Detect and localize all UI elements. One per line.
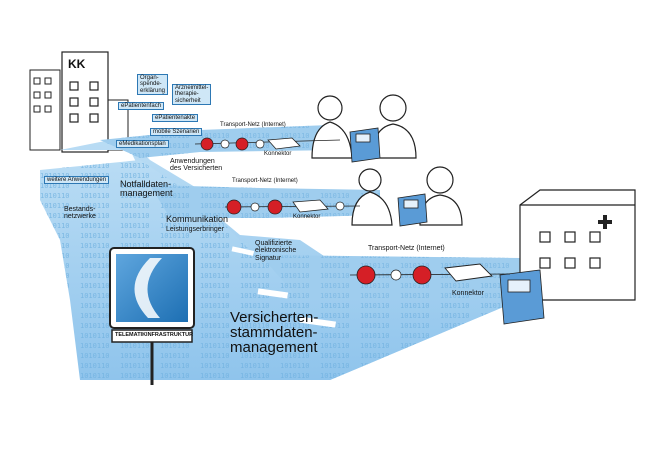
card-reader-terminal-2 — [397, 193, 428, 227]
telematik-road-sign — [109, 247, 195, 385]
red-cross-icon — [598, 215, 612, 229]
card-reader-terminal-3 — [499, 269, 545, 325]
anwendungen-versicherten-label: Anwendungen des Versicherten — [170, 158, 223, 173]
konnektor-label-1: Konnektor — [264, 151, 292, 157]
qes-label: Qualifizierte elektronische Signatur — [255, 240, 297, 262]
city-skyline — [29, 69, 129, 151]
service-box-epatientenfach: ePatientenfach — [118, 102, 165, 111]
notfall-label: Notfalldaten- management — [120, 179, 173, 199]
telematik-sign-label: TELEMATIKINFRASTRUKTUR — [115, 332, 194, 338]
transport-net-label-3: Transport-Netz (Internet) — [368, 245, 445, 252]
konnektor-label-3: Konnektor — [452, 290, 484, 297]
lock-icon — [390, 269, 402, 281]
stop-sign-icon — [356, 265, 432, 285]
vsdm-label: Versicherten- stammdaten- management — [230, 309, 319, 356]
hospital-kk-label: KK — [68, 57, 86, 71]
stop-sign-icon — [200, 137, 249, 151]
konnektor-device-1 — [267, 137, 301, 150]
service-box-arzneimittel: Arzneimittel- therapie- sicherheit — [172, 84, 212, 105]
service-box-epatientenakte: ePatientenakte — [152, 114, 199, 123]
service-box-weitere: weitere Anwendungen — [44, 176, 110, 185]
transport-net-label-1: Transport-Netz (Internet) — [220, 122, 286, 128]
bestandsnetz-label: Bestands- netzwerke — [64, 206, 96, 221]
kommunikation-label: Kommunikation — [166, 214, 229, 224]
transport-net-label-2: Transport-Netz (Internet) — [232, 178, 298, 184]
service-box-emedikationsplan: eMedikationsplan — [116, 140, 169, 149]
konnektor-device-2 — [292, 199, 329, 213]
konnektor-label-2: Konnektor — [293, 214, 321, 220]
stop-sign-icon — [226, 199, 283, 215]
service-box-mobile-szenarien: mobile Szenarien — [150, 128, 203, 137]
konnektor-device-3 — [444, 263, 493, 282]
transport-line-1 — [194, 139, 341, 145]
hospital-kk-building — [61, 51, 109, 153]
doctor-patient-group-2 — [351, 166, 463, 226]
lock-icon — [220, 139, 265, 149]
card-reader-terminal-1 — [349, 127, 381, 163]
lock-icon — [250, 201, 345, 212]
service-box-organspende: Organ- spende- erklärung — [137, 74, 169, 95]
leistungserbringer-label: Leistungserbringer — [166, 226, 224, 233]
